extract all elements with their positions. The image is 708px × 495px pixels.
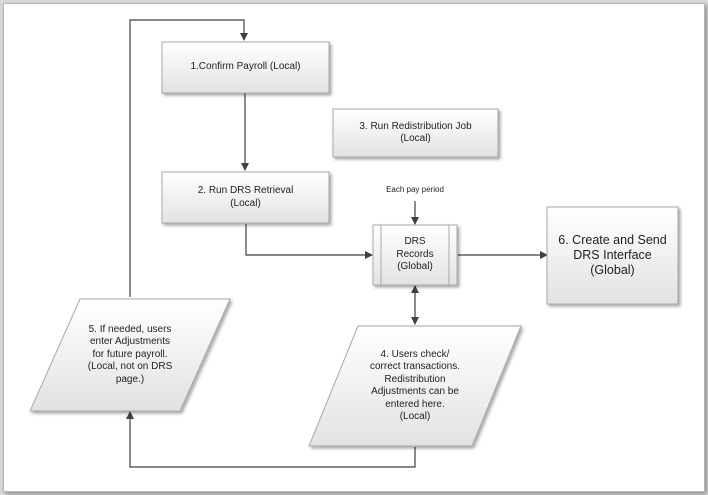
node-future-adjustments-shape — [29, 298, 231, 412]
edge-label-each-pay-period: Each pay period — [360, 183, 470, 197]
node-users-check-label: 4. Users check/ correct transactions. Re… — [369, 348, 461, 423]
node-drs-retrieval-box — [161, 171, 330, 224]
node-future-adjustments-label: 5. If needed, users enter Adjustments fo… — [87, 323, 173, 385]
node-drs-records-label: DRS Records (Global) — [396, 236, 434, 273]
node-create-send-interface-box — [546, 206, 679, 305]
node-drs-records-box — [372, 224, 458, 286]
node-redistribution-job-box — [332, 108, 499, 158]
edge-future-to-confirm — [129, 19, 248, 297]
node-confirm-payroll-label: 1.Confirm Payroll (Local) — [190, 61, 301, 73]
node-users-check-shape — [308, 325, 522, 447]
node-confirm-payroll-box — [161, 41, 330, 94]
edge-retrieval-to-records — [245, 224, 373, 259]
node-redistribution-job-label: 3. Run Redistribution Job (Local) — [359, 120, 472, 145]
edge-users-to-future — [126, 411, 416, 468]
node-create-send-interface-label: 6. Create and Send DRS Interface (Global… — [558, 233, 667, 277]
node-drs-retrieval-label: 2. Run DRS Retrieval (Local) — [197, 185, 294, 209]
